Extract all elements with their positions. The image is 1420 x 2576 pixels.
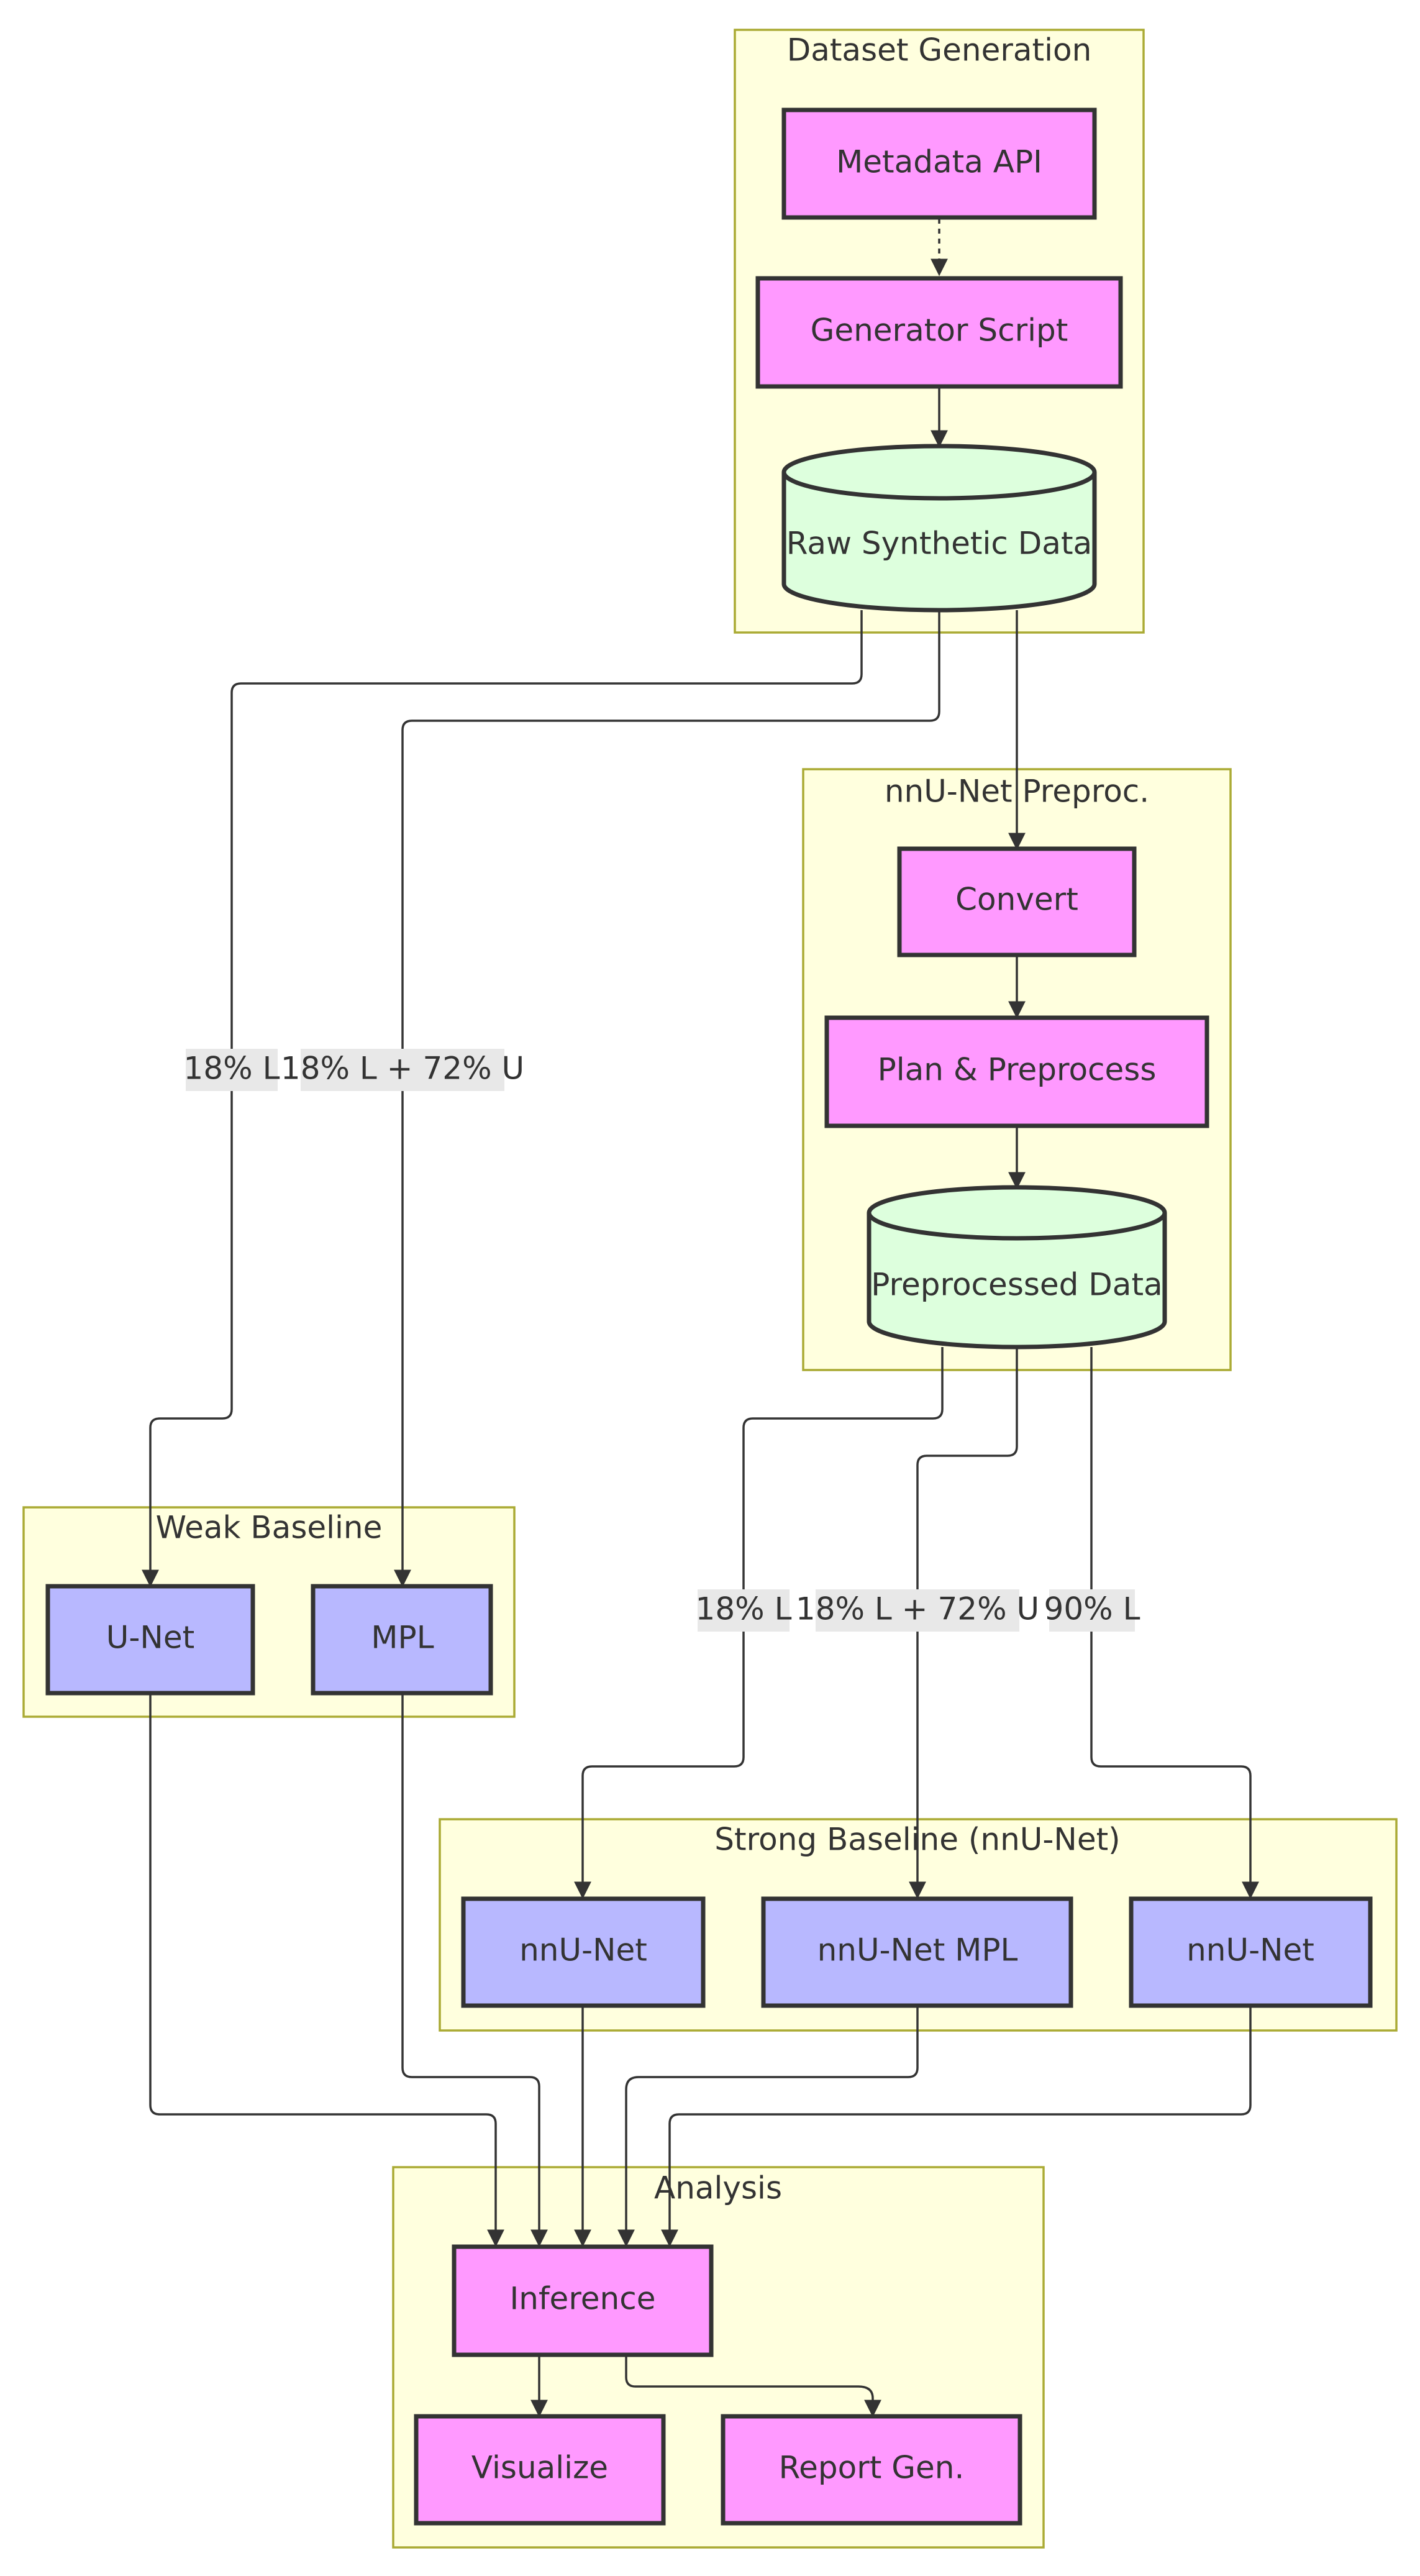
edge-pre-to-nnunet-mpl — [909, 1347, 1018, 1899]
node-nnunet-90[interactable]: nnU-Net — [1129, 1896, 1373, 2008]
svg-text:Visualize: Visualize — [471, 2450, 608, 2486]
svg-text:18% L + 72% U: 18% L + 72% U — [281, 1051, 524, 1087]
svg-text:nnU-Net MPL: nnU-Net MPL — [817, 1932, 1018, 1968]
svg-text:Plan & Preprocess: Plan & Preprocess — [878, 1052, 1157, 1088]
svg-text:MPL: MPL — [371, 1620, 434, 1656]
svg-text:18% L + 72% U: 18% L + 72% U — [796, 1591, 1039, 1627]
node-plan-preprocess[interactable]: Plan & Preprocess — [824, 1015, 1209, 1128]
cluster-title-weak-baseline: Weak Baseline — [156, 1510, 383, 1546]
svg-text:Convert: Convert — [955, 882, 1078, 918]
node-inference[interactable]: Inference — [452, 2244, 714, 2357]
edge-inference-to-report — [625, 2356, 881, 2418]
cluster-title-analysis: Analysis — [654, 2170, 782, 2206]
node-metadata-api[interactable]: Metadata API — [781, 107, 1097, 220]
svg-text:nnU-Net: nnU-Net — [519, 1932, 647, 1968]
edge-label-raw-to-mpl: 18% L + 72% U — [281, 1049, 524, 1091]
edge-label-raw-to-unet: 18% L — [184, 1049, 280, 1091]
svg-text:90% L: 90% L — [1044, 1591, 1140, 1627]
svg-text:Report Gen.: Report Gen. — [779, 2450, 965, 2486]
svg-text:Metadata API: Metadata API — [836, 144, 1042, 180]
cluster-title-dataset-generation: Dataset Generation — [787, 32, 1092, 68]
edge-label-pre-to-nnunet: 18% L — [696, 1589, 792, 1632]
node-mpl[interactable]: MPL — [311, 1584, 493, 1696]
node-preprocessed-data[interactable]: Preprocessed Data — [867, 1185, 1167, 1350]
edge-nnunet-mpl-to-inference — [617, 2007, 919, 2247]
svg-text:18% L: 18% L — [184, 1051, 280, 1087]
node-visualize[interactable]: Visualize — [414, 2414, 666, 2526]
node-convert[interactable]: Convert — [897, 846, 1137, 957]
svg-text:nnU-Net: nnU-Net — [1186, 1932, 1314, 1968]
svg-text:Raw Synthetic Data: Raw Synthetic Data — [786, 526, 1092, 562]
svg-text:Inference: Inference — [510, 2281, 656, 2317]
node-report-gen[interactable]: Report Gen. — [721, 2414, 1022, 2526]
svg-text:Preprocessed Data: Preprocessed Data — [871, 1267, 1162, 1303]
edge-label-pre-to-nnunet-mpl: 18% L + 72% U — [796, 1589, 1039, 1632]
edge-unet-to-inference — [149, 1694, 504, 2247]
edges — [142, 219, 1259, 2418]
edge-nnunet-90-to-inference — [661, 2007, 1252, 2247]
svg-text:Generator Script: Generator Script — [811, 313, 1068, 349]
edge-raw-to-unet — [142, 610, 863, 1587]
svg-text:18% L: 18% L — [696, 1591, 792, 1627]
svg-text:U-Net: U-Net — [106, 1620, 194, 1656]
node-raw-synthetic-data[interactable]: Raw Synthetic Data — [781, 444, 1097, 613]
edge-raw-to-mpl — [394, 610, 940, 1587]
node-generator-script[interactable]: Generator Script — [755, 276, 1123, 389]
edge-mpl-to-inference — [401, 1694, 548, 2247]
edge-pre-to-nnunet-90 — [1090, 1347, 1259, 1899]
node-nnunet-mpl[interactable]: nnU-Net MPL — [761, 1896, 1073, 2008]
node-unet[interactable]: U-Net — [45, 1584, 255, 1696]
node-nnunet-18[interactable]: nnU-Net — [461, 1896, 706, 2008]
edge-label-pre-to-nnunet-90: 90% L — [1044, 1589, 1140, 1632]
